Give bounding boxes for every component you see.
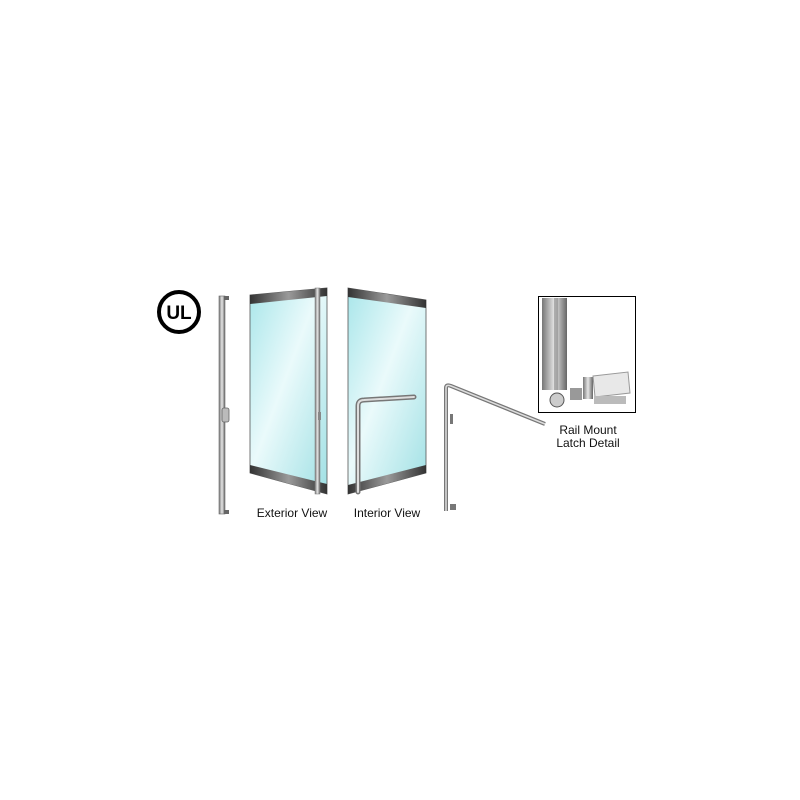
detail-caption: Rail Mount Latch Detail bbox=[545, 424, 631, 450]
vertical-bar-side-view bbox=[218, 295, 230, 515]
ul-logo-text: UL bbox=[166, 303, 192, 324]
interior-door bbox=[347, 287, 427, 495]
ul-logo: UL bbox=[157, 290, 201, 334]
exterior-door bbox=[249, 287, 328, 495]
handle-side-view bbox=[444, 383, 546, 511]
latch-detail-inset bbox=[538, 296, 636, 413]
ul-logo-ring bbox=[157, 290, 201, 334]
interior-view-label: Interior View bbox=[353, 506, 421, 520]
exterior-view-label: Exterior View bbox=[256, 506, 328, 520]
detail-caption-line2: Latch Detail bbox=[556, 436, 620, 450]
detail-caption-line1: Rail Mount bbox=[559, 423, 617, 437]
